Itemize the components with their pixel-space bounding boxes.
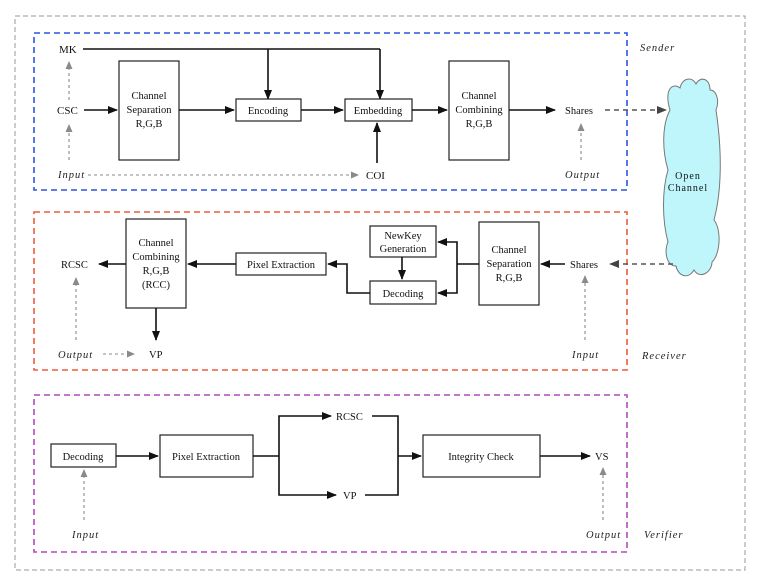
verifier-vp-label: VP [343,491,357,502]
rcc-line4: (RCC) [142,280,171,291]
receiver-pixel-extraction-label: Pixel Extraction [247,260,316,271]
encoding-label: Encoding [248,106,289,117]
rcc-line2: Combining [132,252,180,263]
newkey-line1: NewKey [384,231,422,242]
receiver-input-label: Input [571,350,599,361]
vs-label: VS [595,452,609,463]
verifier-frame [33,394,628,553]
sender-section: Sender MK CSC Input COI Channel Separati… [33,32,675,191]
pixel-to-rcsc-arrow [278,412,332,456]
verifier-decoding-label: Decoding [63,452,105,463]
verifier-pixel-extraction-box [159,434,254,478]
receiver-sep-line1: Channel [492,245,527,256]
sep-to-decoding-arrow [437,264,458,297]
integrity-check-label: Integrity Check [448,452,514,463]
verifier-output-label: Output [586,530,621,541]
receiver-channel-combining-box [125,218,187,309]
receiver-shares-label: Shares [570,260,598,271]
coi-label: COI [366,170,385,182]
embedding-label: Embedding [354,106,403,117]
receiver-decoding-label: Decoding [383,289,425,300]
open-channel-cloud: Open Channel [663,78,721,277]
verifier-section: Verifier Decoding Input Pixel Extraction… [33,394,684,553]
sender-comb-line3: R,G,B [466,119,493,130]
sender-comb-line2: Combining [455,105,503,116]
sender-frame [33,32,628,191]
sender-sep-line2: Separation [127,105,173,116]
newkey-line2: Generation [380,244,427,255]
sender-label: Sender [640,43,675,54]
pixel-to-vp-arrow [278,456,337,499]
verifier-pixel-extraction-label: Pixel Extraction [172,452,241,463]
sender-sep-line1: Channel [132,91,167,102]
newkey-generation-box [369,225,437,258]
receiver-frame [33,211,628,371]
merge-wire [365,415,399,496]
receiver-vp-label: VP [149,350,163,361]
sender-output-label: Output [565,170,600,181]
receiver-section: Receiver Shares Input Channel Separation… [33,211,687,371]
receiver-sep-line2: Separation [487,259,533,270]
verifier-input-label: Input [71,530,99,541]
cloud-shape [663,78,721,277]
sender-channel-combining-box [448,60,510,161]
sender-sep-line3: R,G,B [136,119,163,130]
rcc-line3: R,G,B [143,266,170,277]
decoding-to-pixel-extraction-arrow [327,260,370,294]
receiver-label: Receiver [641,351,687,362]
outer-frame [14,15,746,571]
mk-label: MK [59,44,77,56]
open-channel-line2: Channel [668,183,708,194]
csc-label: CSC [57,105,78,117]
sender-input-label: Input [57,170,85,181]
receiver-sep-line3: R,G,B [496,273,523,284]
verifier-label: Verifier [644,530,684,541]
sender-comb-line1: Channel [462,91,497,102]
receiver-rcsc-label: RCSC [61,260,88,271]
sender-shares-label: Shares [565,106,593,117]
rcc-line1: Channel [139,238,174,249]
sep-to-newkey-arrow [437,238,458,264]
integrity-check-box [422,434,541,478]
verifier-rcsc-label: RCSC [336,412,363,423]
open-channel-line1: Open [675,171,701,182]
receiver-output-label: Output [58,350,93,361]
receiver-channel-separation-box [478,221,540,306]
